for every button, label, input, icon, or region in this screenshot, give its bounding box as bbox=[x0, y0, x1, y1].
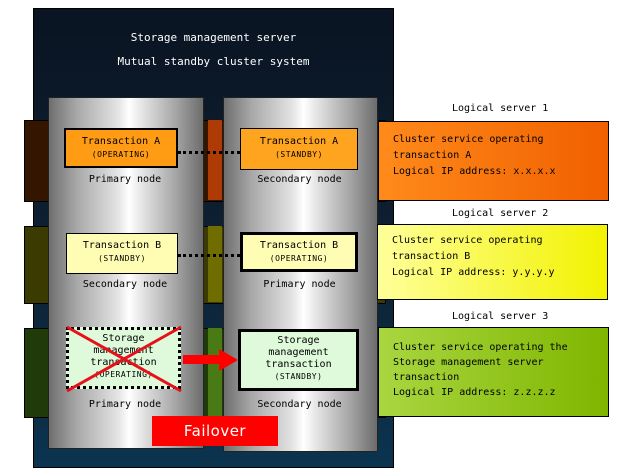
logical-server-3-label: Logical server 3 bbox=[452, 311, 549, 322]
transaction-line: transaction bbox=[90, 357, 157, 368]
transaction-line: transaction bbox=[265, 359, 332, 370]
transaction-b-standby-box: Transaction B (STANDBY) bbox=[66, 233, 178, 274]
transaction-line: Storage bbox=[277, 335, 320, 346]
node-label: Secondary node bbox=[257, 174, 342, 185]
node-label: Secondary node bbox=[257, 399, 342, 410]
logical-server-desc: Storage management server bbox=[393, 357, 544, 368]
transaction-b-operating-box: Transaction B (OPERATING) bbox=[240, 232, 358, 272]
transaction-a-secondary-box: Transaction A (STANDBY) bbox=[240, 128, 358, 170]
logical-server-1-box: Cluster service operating transaction A … bbox=[378, 121, 609, 201]
transaction-line: management bbox=[268, 347, 329, 358]
storage-transaction-takeover-box: Storage management transaction (STANDBY) bbox=[238, 329, 359, 391]
transaction-name: Transaction B bbox=[259, 240, 339, 251]
logical-server-1-label: Logical server 1 bbox=[452, 103, 549, 114]
transaction-line: management bbox=[93, 345, 154, 356]
transaction-line: Storage bbox=[102, 333, 145, 344]
logical-server-2-band-segment bbox=[208, 226, 222, 302]
transaction-state: (STANDBY) bbox=[275, 150, 323, 159]
logical-server-2-box: Cluster service operating transaction B … bbox=[377, 224, 608, 300]
transaction-state: (STANDBY) bbox=[98, 254, 146, 263]
failover-banner: Failover bbox=[152, 416, 278, 446]
transaction-a-primary-box: Transaction A (OPERATING) bbox=[64, 128, 178, 168]
transaction-name: Transaction B bbox=[82, 240, 162, 251]
server-subtitle: Mutual standby cluster system bbox=[117, 55, 310, 68]
server-title: Storage management server bbox=[130, 31, 297, 44]
logical-ip-address: Logical IP address: y.y.y.y bbox=[392, 267, 555, 278]
logical-server-desc: transaction A bbox=[393, 150, 472, 161]
logical-ip-address: Logical IP address: z.z.z.z bbox=[393, 387, 556, 398]
node-label: Secondary node bbox=[82, 279, 168, 290]
transaction-state: (OPERATING) bbox=[94, 370, 153, 379]
transaction-state: (OPERATING) bbox=[91, 150, 151, 159]
logical-server-desc: Cluster service operating bbox=[392, 235, 543, 246]
logical-server-1-band-segment bbox=[208, 120, 222, 200]
logical-server-desc: transaction B bbox=[392, 251, 471, 262]
node-label: Primary node bbox=[88, 174, 162, 185]
logical-server-3-box: Cluster service operating the Storage ma… bbox=[378, 327, 609, 417]
transaction-a-link bbox=[178, 151, 240, 154]
transaction-b-link bbox=[178, 254, 240, 257]
logical-server-2-label: Logical server 2 bbox=[452, 208, 549, 219]
transaction-name: Transaction A bbox=[81, 136, 161, 147]
logical-ip-address: Logical IP address: x.x.x.x bbox=[393, 166, 556, 177]
logical-server-desc: Cluster service operating the bbox=[393, 342, 568, 353]
transaction-name: Transaction A bbox=[259, 136, 339, 147]
node-label: Primary node bbox=[263, 279, 336, 290]
node-label: Primary node bbox=[88, 399, 162, 410]
transaction-state: (OPERATING) bbox=[269, 254, 329, 263]
logical-server-desc: transaction bbox=[393, 372, 460, 383]
failover-arrow-icon bbox=[183, 349, 238, 371]
failure-cross-icon bbox=[66, 325, 182, 393]
logical-server-3-band-segment bbox=[208, 328, 222, 416]
logical-server-desc: Cluster service operating bbox=[393, 134, 544, 145]
transaction-state: (STANDBY) bbox=[274, 372, 323, 381]
